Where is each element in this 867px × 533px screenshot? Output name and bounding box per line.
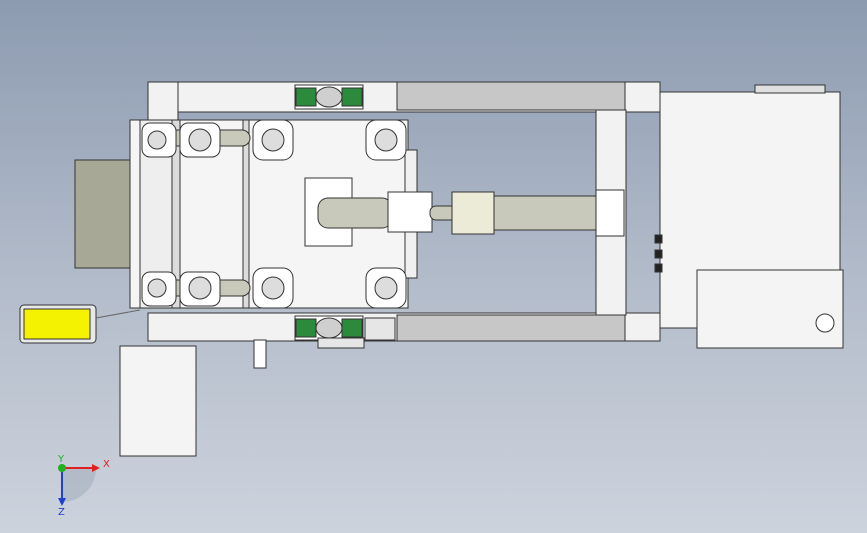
pillow-block-bottom-hub (315, 317, 343, 339)
triad-x-arrow (92, 464, 100, 472)
triad-x-label: X (103, 459, 110, 470)
main-cylinder (493, 195, 605, 231)
bearing-bl (147, 278, 167, 298)
triad-z-label: Z (58, 507, 65, 518)
triad-z-arrow (58, 498, 66, 506)
frame-bottom-rail (396, 314, 626, 342)
pillow-block-bottom-green-l (295, 318, 317, 338)
triad-y-dot (58, 464, 66, 472)
plate-divider-2 (242, 119, 250, 309)
tank-tab-1 (654, 234, 663, 244)
cylinder-body (317, 197, 393, 229)
axis-triad: X Y Z (57, 454, 110, 518)
triad-arc (62, 468, 96, 502)
sensor-connector (253, 339, 267, 369)
gear-assembly (317, 337, 365, 349)
small-motor (364, 317, 396, 341)
bearing-tm (188, 128, 212, 152)
bearing-bm (188, 276, 212, 300)
bearing-tl (147, 130, 167, 150)
pillow-block-top-hub (315, 86, 343, 108)
bearing-br1 (261, 276, 285, 300)
cylinder-end-cap (595, 189, 625, 237)
bearing-tr2 (374, 128, 398, 152)
pump-unit (696, 269, 844, 349)
tank-tab-3 (654, 263, 663, 273)
bearing-br2 (374, 276, 398, 300)
frame-top-rail (396, 81, 626, 111)
motor-body (74, 159, 131, 269)
hydraulic-tank-lid (754, 84, 826, 94)
tank-tab-2 (654, 249, 663, 259)
rod-end (451, 191, 495, 235)
cylinder-mount (387, 191, 433, 233)
pump-port (815, 313, 835, 333)
pillow-block-top-green-l (295, 87, 317, 107)
control-box (119, 345, 197, 457)
pillow-block-bottom-green-r (341, 318, 363, 338)
frame-left-post (147, 81, 179, 123)
plate-divider (171, 119, 181, 309)
bearing-tr1 (261, 128, 285, 152)
yellow-panel (23, 308, 91, 340)
pillow-block-top-green-r (341, 87, 363, 107)
triad-y-label: Y (57, 454, 65, 465)
pendant-cable (95, 309, 141, 319)
